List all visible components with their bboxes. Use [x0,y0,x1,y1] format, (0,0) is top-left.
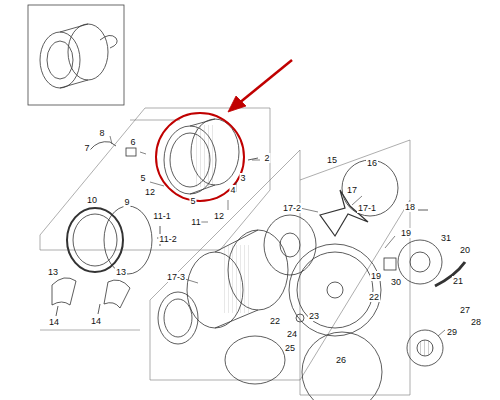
inset-frame [28,5,124,105]
front-tub [164,119,239,194]
callout-number: 9 [123,197,130,207]
callout-number: 15 [326,155,338,165]
callout-number: 2 [263,153,270,163]
callout-number: 22 [269,316,281,326]
callout-number: 14 [48,317,60,327]
callout-number: 16 [366,158,378,168]
back-plate [264,215,316,275]
callout-number: 12 [144,187,156,197]
callout-number: 17-3 [166,272,186,282]
ring-bottom [225,336,285,384]
callout-number: 8 [98,128,105,138]
callout-number: 26 [335,355,347,365]
callout-number: 7 [83,143,90,153]
hose-20 [435,262,465,286]
hose-small [90,142,116,150]
callout-number: 11-1 [152,211,171,221]
pump-29 [407,330,443,366]
callout-number: 24 [286,329,298,339]
callout-number: 20 [459,245,471,255]
callout-number: 18 [404,202,416,212]
callout-number: 3 [239,173,246,183]
callout-number: 12 [213,211,225,221]
pointer-arrow [228,60,292,112]
rear-tub [289,244,381,336]
callout-number: 19 [370,271,382,281]
callout-number: 27 [459,305,471,315]
callout-number: 31 [440,233,452,243]
callout-number: 30 [390,277,402,287]
callout-number: 14 [90,316,102,326]
callout-number: 10 [86,195,98,205]
callout-number: 25 [284,343,296,353]
inset-tub [40,24,117,88]
callout-number: 13 [115,267,127,277]
callout-number: 13 [47,267,59,277]
callout-number: 19 [400,228,412,238]
bracket-6 [126,148,136,156]
callout-number: 23 [308,311,320,321]
callout-number: 17-2 [282,203,302,213]
callout-number: 28 [470,317,482,327]
callout-number: 4 [229,185,236,195]
highlight-circle [156,113,244,201]
callout-number: 21 [452,276,464,286]
callout-number: 11-2 [158,234,177,244]
drum [158,230,288,344]
washer-23 [296,314,304,322]
callout-number: 22 [368,292,380,302]
leader-lines [110,136,445,336]
callout-number: 29 [446,327,458,337]
weight-13b [104,280,130,308]
callout-number: 17 [346,185,358,195]
callout-number: 17-1 [357,203,377,213]
callout-number: 11 [190,217,201,227]
weight-13a [52,278,76,305]
seal-15 [342,160,398,216]
screw-18 [418,210,428,211]
spider-17 [320,190,368,236]
callout-number: 5 [139,173,146,183]
explode-frames [40,108,410,395]
bolt-14a [56,306,58,316]
rear-gasket [302,332,382,400]
callout-number: 5 [189,196,196,206]
seal-rings [67,206,152,274]
callout-number: 6 [129,137,136,147]
bolt-14b [98,304,100,314]
